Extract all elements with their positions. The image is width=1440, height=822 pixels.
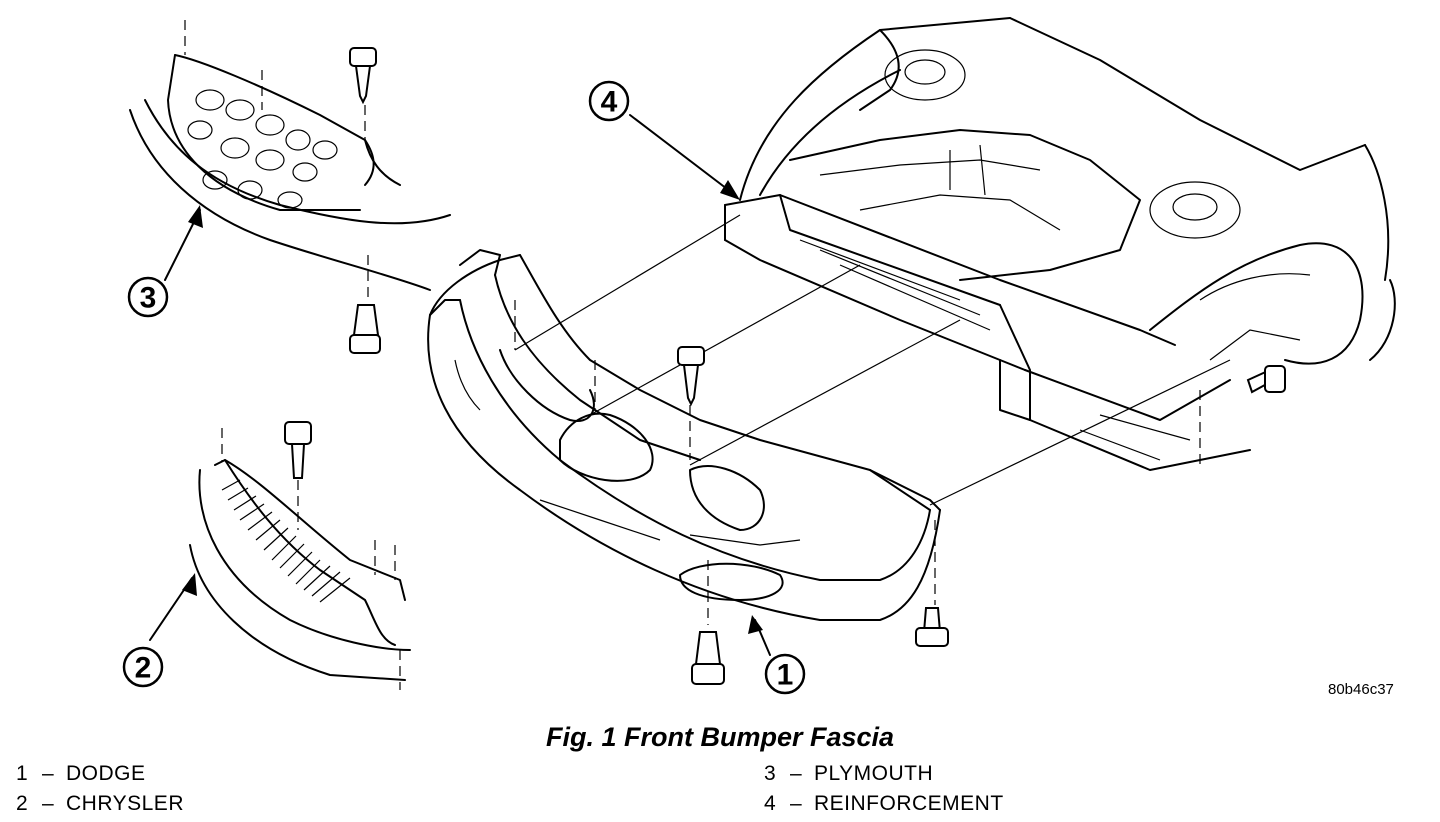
callout-1: 1 — [764, 653, 806, 695]
vehicle-front-structure — [724, 17, 1396, 471]
alignment-guides — [514, 214, 1231, 625]
legend-separator: – — [42, 762, 55, 785]
legend-item-1: 1–DODGE — [16, 762, 146, 786]
bolt-fastener-lower-right — [915, 607, 949, 647]
legend-separator: – — [790, 792, 803, 815]
push-pin-fastener-plymouth — [349, 304, 381, 354]
callout-3-label: 3 — [140, 282, 157, 315]
legend-number: 3 — [764, 762, 777, 785]
callout-4-label: 4 — [601, 86, 618, 119]
figure-caption: Fig. 1 Front Bumper Fascia — [545, 722, 895, 752]
callout-arrow-3 — [164, 205, 203, 281]
bolt-fastener-fender — [1246, 365, 1286, 394]
legend-separator: – — [42, 792, 55, 815]
callout-4: 4 — [588, 80, 630, 122]
bolt-fastener-chrysler — [284, 421, 312, 479]
legend-label: PLYMOUTH — [814, 762, 934, 785]
bumper-fascia-diagram: 3 2 4 1 80b46c37 — [122, 17, 1396, 698]
callout-1-label: 1 — [777, 659, 794, 692]
front-bumper-fascia — [427, 249, 941, 621]
legend-label: CHRYSLER — [66, 792, 184, 815]
figure-id: 80b46c37 — [1328, 681, 1394, 698]
legend-separator: – — [790, 762, 803, 785]
legend-number: 1 — [16, 762, 29, 785]
push-pin-fastener-center — [677, 346, 705, 407]
push-pin-fastener-lower — [691, 631, 725, 685]
callout-arrow-4 — [629, 114, 740, 200]
legend-number: 2 — [16, 792, 29, 815]
legend-number: 4 — [764, 792, 777, 815]
callout-3: 3 — [127, 276, 169, 318]
legend-item-4: 4–REINFORCEMENT — [764, 792, 1004, 816]
callout-2-label: 2 — [135, 652, 152, 685]
legend-item-2: 2–CHRYSLER — [16, 792, 184, 816]
callout-arrow-1 — [748, 615, 771, 656]
chrysler-fascia-inset — [189, 428, 411, 690]
plymouth-fascia-inset — [129, 20, 451, 300]
callout-arrow-2 — [149, 573, 197, 641]
push-pin-fastener-top — [349, 47, 377, 105]
legend-item-3: 3–PLYMOUTH — [764, 762, 933, 786]
legend-label: REINFORCEMENT — [814, 792, 1004, 815]
legend-label: DODGE — [66, 762, 146, 785]
callout-2: 2 — [122, 646, 164, 688]
